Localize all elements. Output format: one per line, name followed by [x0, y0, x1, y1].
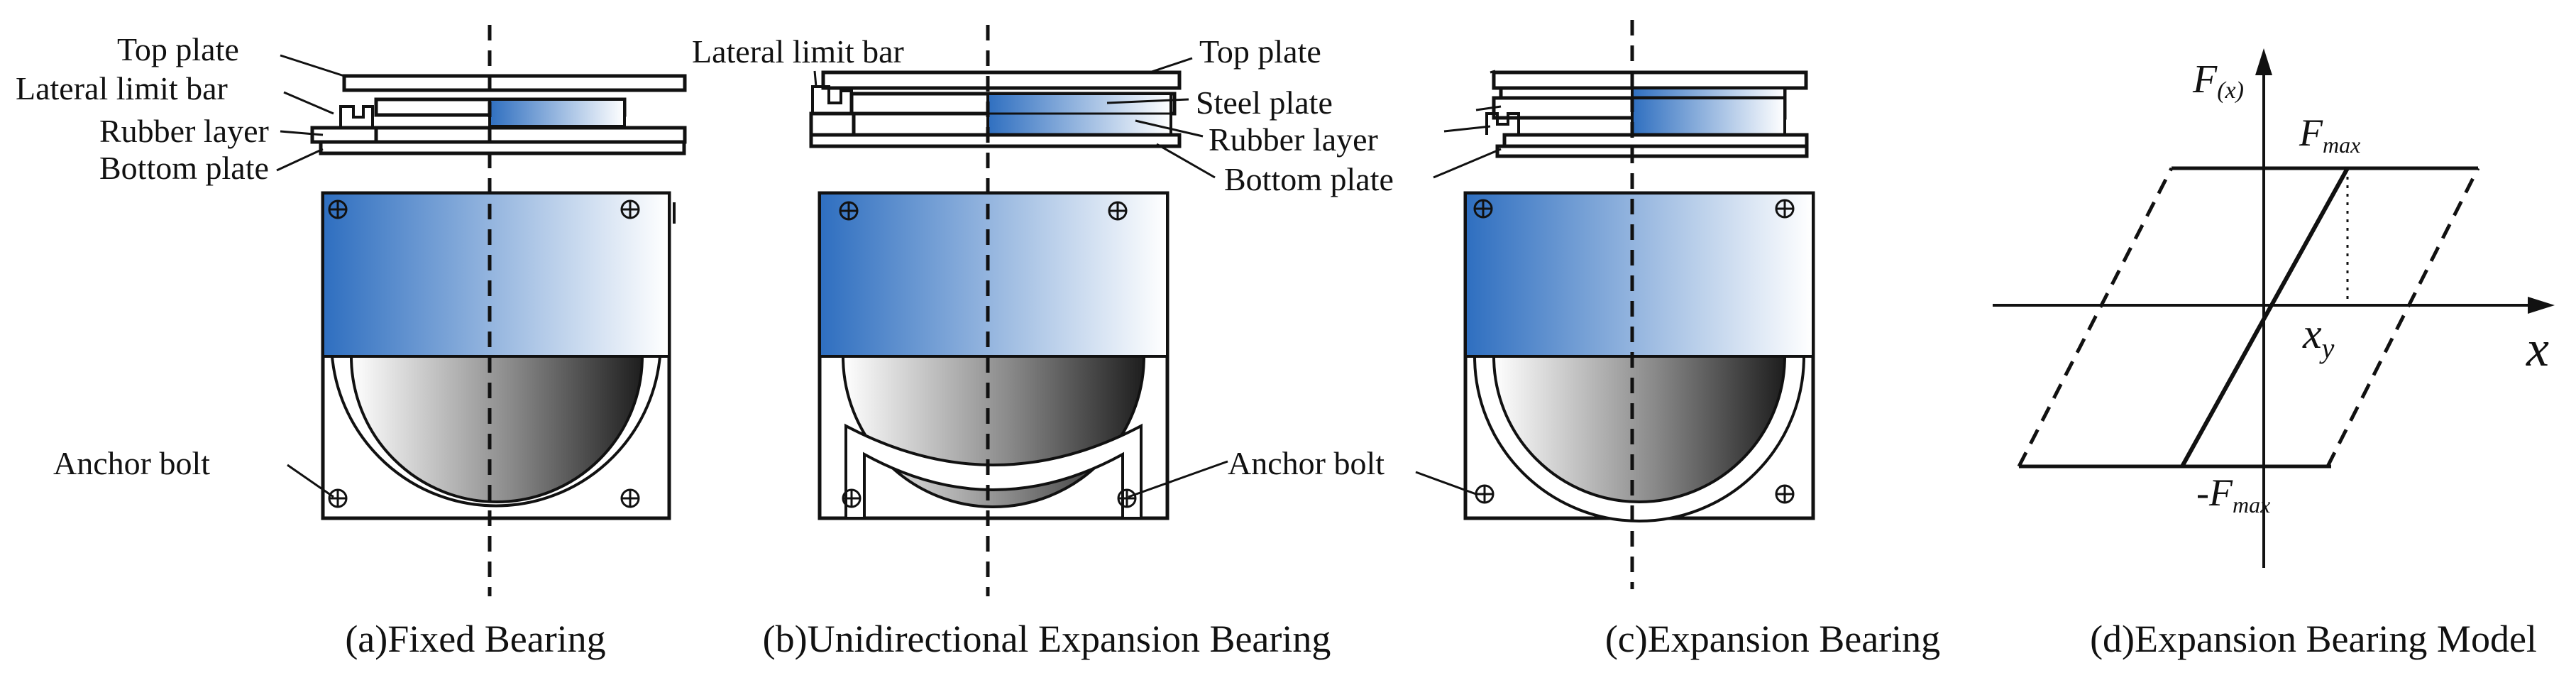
anchor-bolt-icon [1117, 488, 1137, 508]
anchor-bolt-icon [839, 201, 859, 221]
label-top-plate: Top plate [117, 31, 239, 67]
x-axis-label: x [2526, 320, 2549, 377]
anchor-bolt-icon [1775, 484, 1795, 504]
panel-b-plan [818, 191, 1169, 520]
x-y-label: xy [2302, 310, 2335, 364]
caption-a: (a)Fixed Bearing [345, 618, 605, 660]
anchor-bolt-icon [1475, 484, 1495, 504]
label-rubber-layer: Rubber layer [99, 113, 269, 149]
panel-a: Top plate Lateral limit bar Rubber layer… [16, 25, 687, 660]
y-axis-arrow-icon [2255, 48, 2272, 75]
label-steel-plate: Steel plate [1196, 84, 1333, 121]
panel-c-leaders [1415, 70, 1502, 495]
anchor-bolt-icon [620, 199, 640, 219]
anchor-bolt-icon [842, 488, 862, 508]
anchor-bolt-icon [328, 488, 348, 508]
label-rubber-layer: Rubber layer [1209, 121, 1378, 158]
unloading-right [2325, 167, 2480, 468]
panel-b-section [809, 70, 1182, 148]
y-axis-label: F(x) [2192, 58, 2244, 104]
f-max-label: Fmax [2299, 111, 2360, 158]
label-top-plate: Top plate [1199, 33, 1321, 70]
panel-a-plan [321, 191, 676, 520]
neg-f-max-label: -Fmax [2196, 471, 2270, 518]
caption-b: (b)Unidirectional Expansion Bearing [763, 618, 1331, 660]
panel-c-section [1485, 70, 1809, 158]
label-lateral-limit-bar: Lateral limit bar [692, 33, 904, 70]
panel-a-section [310, 74, 687, 155]
anchor-bolt-icon [1775, 199, 1795, 219]
panel-c: (c)Expansion Bearing [1415, 20, 1940, 660]
anchor-bolt-icon [328, 199, 348, 219]
label-bottom-plate: Bottom plate [1224, 161, 1394, 197]
label-anchor-bolt: Anchor bolt [53, 445, 210, 481]
panel-d: F(x) Fmax xy x -Fmax (d)Expansion Bearin… [1993, 48, 2555, 660]
unloading-left [2017, 167, 2174, 468]
panel-b: Lateral limit bar Top plate Steel plate … [692, 25, 1394, 660]
label-lateral-limit-bar: Lateral limit bar [16, 70, 228, 106]
elastic-branch [2180, 167, 2350, 468]
anchor-bolt-icon [620, 488, 640, 508]
anchor-bolt-icon [1108, 201, 1128, 221]
panel-a-leaders [276, 54, 345, 498]
caption-d: (d)Expansion Bearing Model [2090, 618, 2537, 660]
x-axis-arrow-icon [2528, 297, 2555, 314]
label-anchor-bolt: Anchor bolt [1228, 445, 1385, 481]
panel-c-plan [1463, 191, 1815, 522]
anchor-bolt-icon [1473, 199, 1493, 219]
panel-b-leaders [813, 57, 1228, 498]
caption-c: (c)Expansion Bearing [1605, 618, 1940, 660]
label-bottom-plate: Bottom plate [99, 150, 269, 186]
